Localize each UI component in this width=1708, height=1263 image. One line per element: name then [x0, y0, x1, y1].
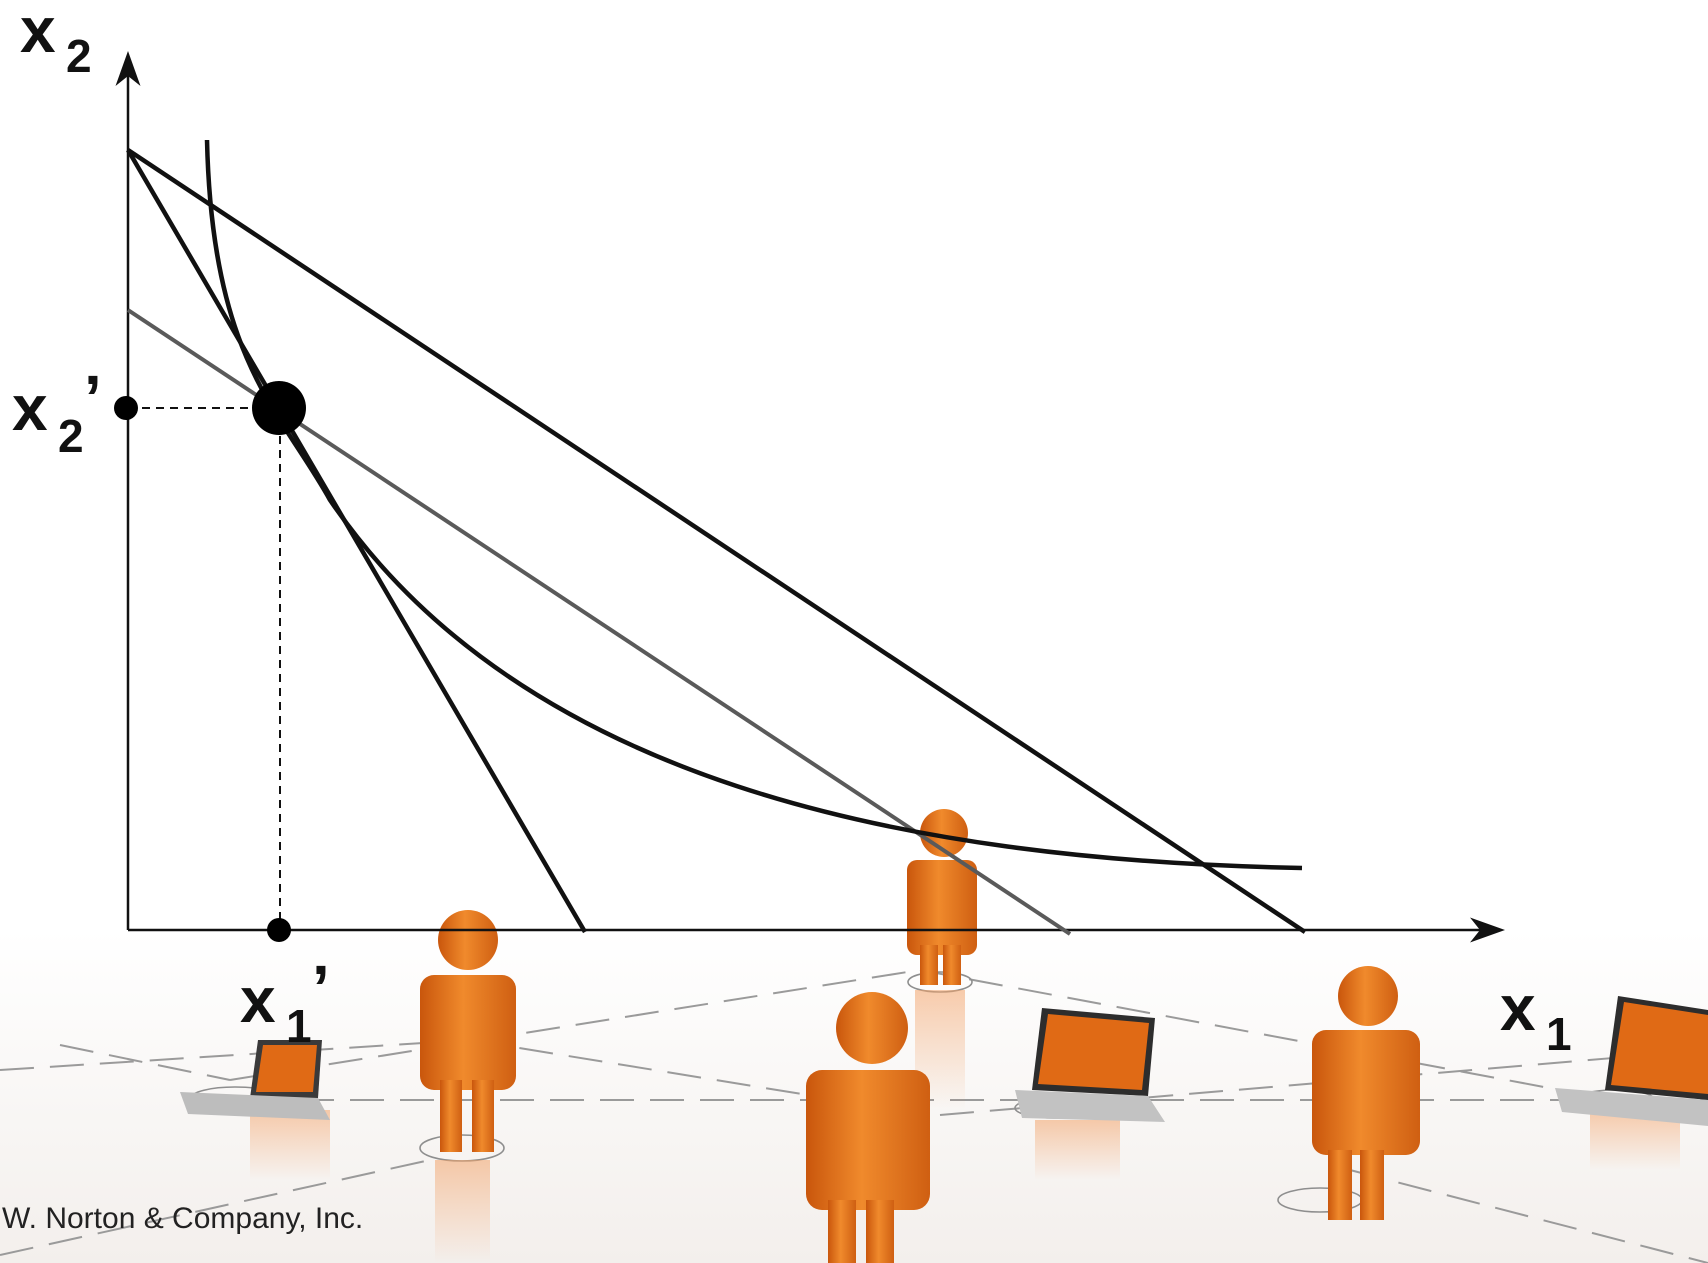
svg-text:x: x: [1500, 972, 1536, 1044]
y-point-label: x 2 ’: [12, 362, 102, 462]
indifference-curve: [207, 140, 1302, 868]
svg-text:’: ’: [84, 362, 102, 434]
svg-text:’: ’: [312, 952, 330, 1024]
chosen-bundle-point: [252, 381, 306, 435]
svg-text:x: x: [20, 0, 56, 66]
publisher-credit: W. Norton & Company, Inc.: [2, 1202, 363, 1235]
budget-line-steep: [128, 150, 585, 932]
diagram: [114, 56, 1500, 942]
svg-text:x: x: [12, 372, 48, 444]
y-axis-marker: [114, 396, 138, 420]
svg-text:1: 1: [286, 1000, 312, 1052]
svg-text:2: 2: [58, 410, 84, 462]
y-axis-label: x 2: [20, 0, 92, 82]
x-axis-marker: [267, 918, 291, 942]
svg-text:x: x: [240, 964, 276, 1036]
svg-text:2: 2: [66, 30, 92, 82]
budget-line-outer: [128, 150, 1305, 932]
svg-text:1: 1: [1546, 1008, 1572, 1060]
